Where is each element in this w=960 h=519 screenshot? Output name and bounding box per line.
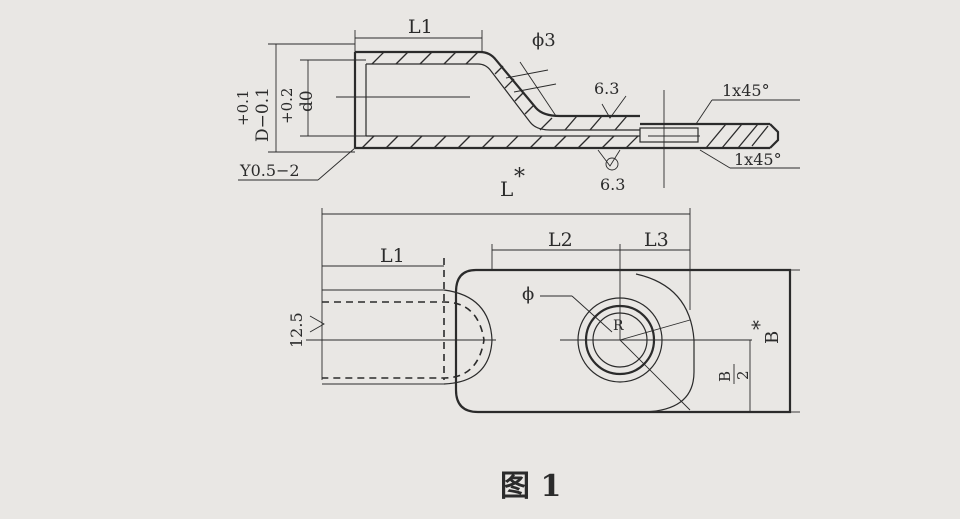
tolerance-d0: +0.2 d0 [278,88,317,124]
hatching-bottom-wall [361,135,639,149]
label-L1-top: L1 [408,16,433,38]
plan-view: L1 L2 L3 12.5 R ϕ [287,208,800,414]
label-L1-plan: L1 [380,245,405,267]
leader-chamfer-top [695,99,713,125]
label-L3: L3 [644,229,669,251]
tolerance-D: +0.1 D−0.1 [234,87,273,142]
leader-phi [571,295,613,333]
label-phi: ϕ [522,284,534,305]
label-12-5: 12.5 [287,312,306,348]
roughness-symbol-top [601,95,627,119]
palm-end-chamfer [769,123,780,149]
tolerance-outer-upper: +0.1 [234,90,252,126]
label-B-half: B 2 [716,364,752,384]
label-L-star: * [514,165,525,190]
label-roughness-top: 6.3 [594,79,619,98]
label-roughness-bottom: 6.3 [600,175,625,194]
roughness-symbol-bottom [597,149,621,167]
leader-Y [317,147,356,181]
angle-mark [309,315,325,333]
label-B-half-denominator: 2 [734,370,752,380]
palm-outline [454,268,792,414]
palm-end-radius [635,273,695,413]
radius-line [619,319,691,341]
dimension-D: D−0.1 [253,87,273,142]
label-phi3: ϕ3 [532,30,556,51]
palm-hole-section [639,127,699,143]
section-view: +0.1 D−0.1 +0.2 d0 L1 ϕ3 6.3 6.3 1x45° 1… [234,16,800,201]
label-B-star: * [747,320,771,330]
inner-contour-top [366,63,640,131]
label-R: R [613,318,624,334]
label-chamfer-bottom: 1x45° [734,150,782,169]
hatching-palm [705,123,769,149]
leader-chamfer-bottom [699,149,731,169]
label-B-width: B [762,331,783,344]
tolerance-inner-upper: +0.2 [278,88,296,124]
dimension-d0: d0 [297,90,317,112]
label-L2: L2 [548,229,573,251]
barrel-transition [443,289,493,385]
leader-phi3 [519,61,557,117]
roughness-circle-bottom [605,157,619,171]
outer-contour-top [355,50,640,118]
label-B-half-numerator: B [716,371,734,382]
label-L-total: L [500,177,513,201]
radius-diagonal [619,339,691,411]
figure-caption: 图 1 [500,469,561,504]
label-Y-radius: Y0.5−2 [239,161,300,180]
label-chamfer-top: 1x45° [722,81,770,100]
label-B: B * [747,320,783,344]
hatching-top-wall [371,51,628,131]
phi3-mark-1 [505,69,549,79]
phi3-mark-2 [513,83,557,93]
